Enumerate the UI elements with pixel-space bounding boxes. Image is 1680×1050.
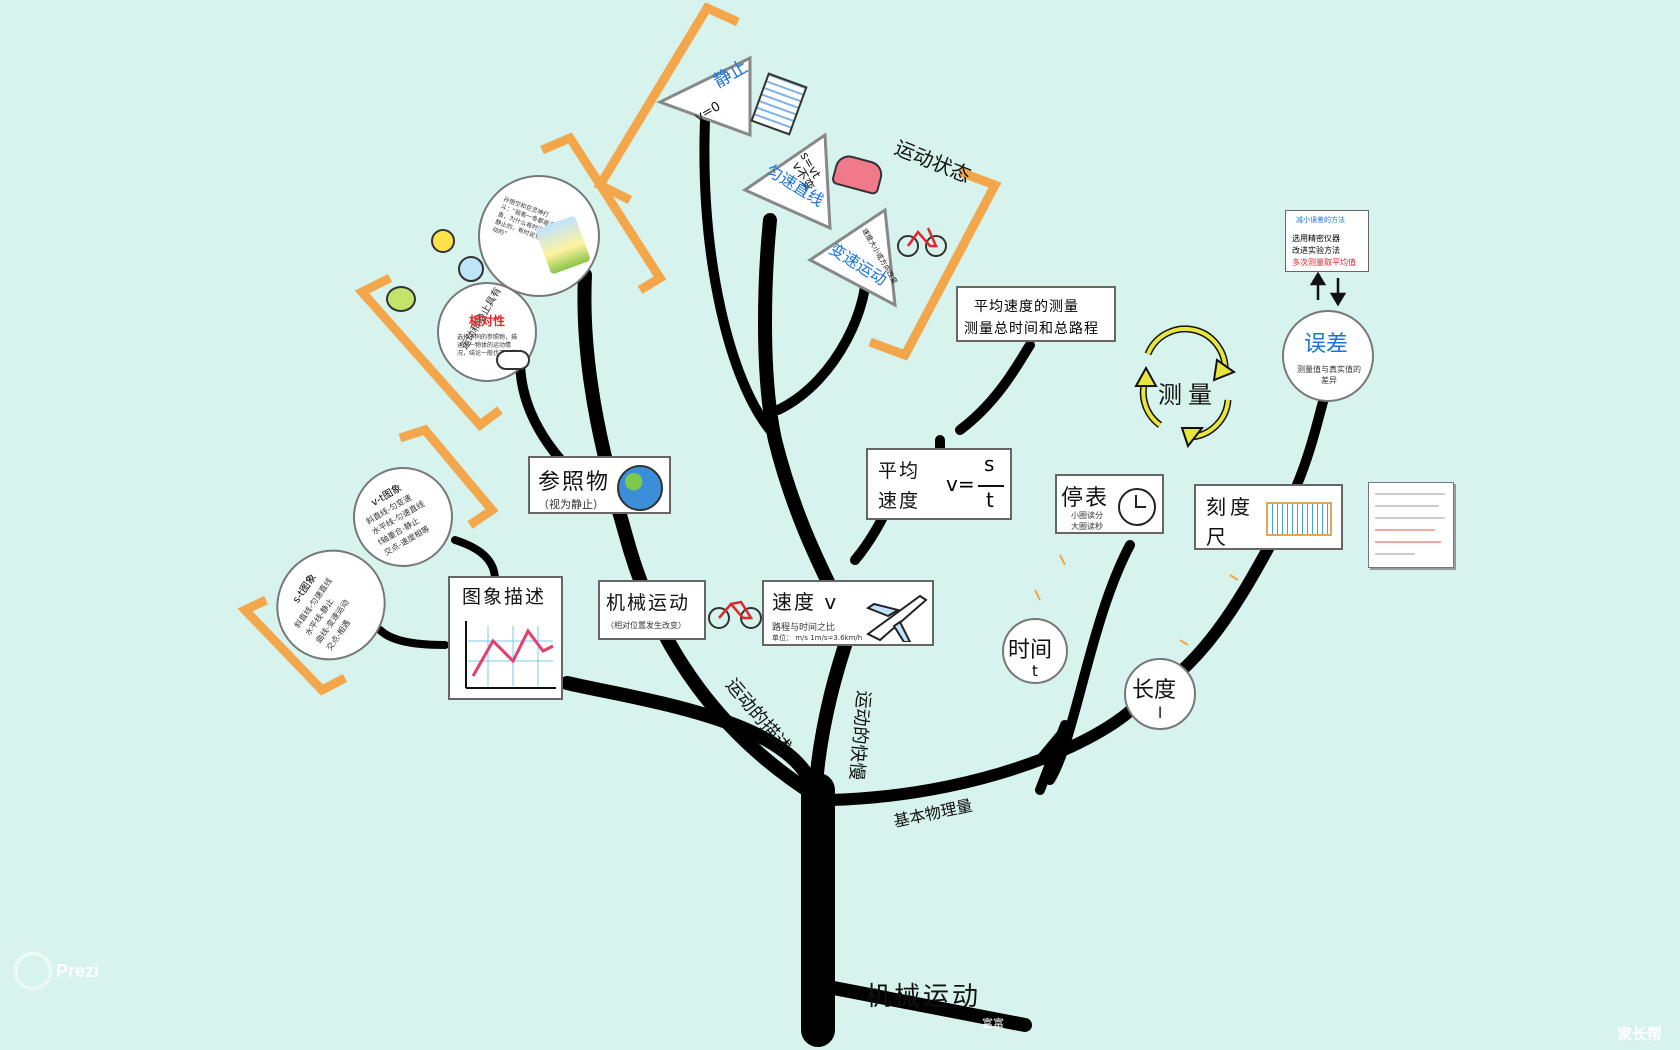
relativity-key: 相对性 (469, 314, 506, 328)
avg-measure-box[interactable]: 平均速度的测量 测量总时间和总路程 (956, 286, 1116, 342)
airplane-icon (865, 594, 928, 642)
speed-title: 速度 v (772, 590, 839, 614)
bike-icon (897, 227, 947, 257)
length-circle[interactable]: 长度 l (1124, 658, 1196, 730)
tree-icon (386, 286, 416, 312)
stopwatch-title: 停表 (1061, 486, 1110, 511)
prezi-logo-text: Prezi (56, 960, 100, 981)
line-graph-icon (465, 621, 556, 689)
reduce-error-line-3: 多次测量取平均值 (1292, 258, 1356, 267)
error-title: 误差 (1304, 332, 1349, 357)
balloon-icon (458, 256, 484, 282)
avg-measure-line2: 测量总时间和总路程 (964, 321, 1099, 337)
graph-title: 图象描述 (462, 586, 547, 608)
reference-sub: （视为静止） (538, 498, 604, 511)
prezi-logo-icon (14, 952, 52, 990)
relativity-note: 选择不同的参照物，描述同一物体的运动情况，结论一般也不一样 (457, 334, 518, 357)
mechanical-title: 机械运动 (606, 592, 691, 614)
earth-icon (617, 465, 663, 511)
stopwatch-note2: 大圈读秒 (1071, 522, 1103, 531)
length-title: 长度 (1132, 678, 1177, 703)
reference-title: 参照物 (538, 470, 611, 495)
ruler-notes-paper (1368, 482, 1454, 568)
reduce-error-line-2: 改进实验方法 (1292, 246, 1340, 255)
clock-icon (1118, 488, 1156, 526)
avg-speed-box[interactable]: 平均 速度 v= s t (866, 448, 1012, 520)
mechanical-sub: （相对位置发生改变） (606, 621, 686, 630)
time-symbol: t (1032, 662, 1038, 680)
error-arrows-icon (1309, 271, 1347, 307)
motion-state-title: 运动状态 (891, 135, 974, 187)
error-sub: 测量值与真实值的差异 (1297, 365, 1361, 385)
mechanical-box[interactable]: 机械运动 （相对位置发生改变） (598, 580, 706, 640)
avg-speed-den: t (986, 488, 994, 512)
watermark: 家长帮 (1616, 1025, 1662, 1043)
graph-box[interactable]: 图象描述 (448, 576, 563, 700)
triangle-uniform: s=vt v不变 匀速直线 (741, 132, 832, 231)
speed-box[interactable]: 速度 v 路程与时间之比 单位： m/s 1m/s=3.6km/h (762, 580, 934, 646)
ruler-title: 刻度尺 (1206, 495, 1254, 549)
triangle-still: 静止 v=0 (656, 55, 752, 138)
avg-measure-line1: 平均速度的测量 (974, 299, 1079, 315)
avg-speed-num: s (984, 452, 995, 476)
brackets (237, 2, 1002, 696)
ruler-box[interactable]: 刻度尺 (1194, 484, 1343, 550)
branch-label-basic: 基本物理量 (892, 796, 974, 831)
reduce-error-box[interactable]: 减小误差的方法 选用精密仪器 改进实验方法 多次测量取平均值 (1285, 210, 1369, 272)
error-circle[interactable]: 误差 测量值与真实值的差异 (1282, 310, 1374, 402)
reduce-error-title: 减小误差的方法 (1296, 216, 1345, 224)
root-title: 机械运动 (865, 982, 981, 1012)
ruler-icon (1266, 502, 1332, 536)
speed-sub: 路程与时间之比 (772, 623, 836, 633)
prezi-logo: Prezi (14, 952, 99, 990)
stopwatch-box[interactable]: 停表 小圈读分 大圈读秒 (1055, 474, 1164, 534)
length-symbol: l (1158, 704, 1163, 722)
bicycle-icon (708, 600, 762, 629)
fraction-bar (978, 485, 1004, 487)
time-circle[interactable]: 时间 t (1002, 618, 1068, 684)
avg-speed-line1: 平均 (878, 460, 921, 482)
measure-title: 测量 (1158, 381, 1218, 409)
poem-circle[interactable]: 孙悟空和巨灵神打斗：“我看一条都是活鱼，为什么有时说它是静止的，有时说它是运动的… (478, 175, 600, 297)
reduce-error-line-1: 选用精密仪器 (1292, 234, 1340, 243)
cloud-icon (496, 350, 530, 370)
sun-icon (431, 229, 455, 253)
stopwatch-note1: 小圈读分 (1071, 511, 1103, 520)
reference-box[interactable]: 参照物 （视为静止） (528, 456, 671, 514)
speed-unit: 单位： m/s 1m/s=3.6km/h (772, 634, 863, 642)
avg-speed-line2: 速度 (878, 490, 921, 512)
branch-label-speed: 运动的快慢 (845, 690, 874, 781)
root-author: 富富 (982, 1016, 1004, 1030)
time-title: 时间 (1008, 638, 1053, 663)
avg-speed-formula-left: v= (946, 472, 975, 496)
